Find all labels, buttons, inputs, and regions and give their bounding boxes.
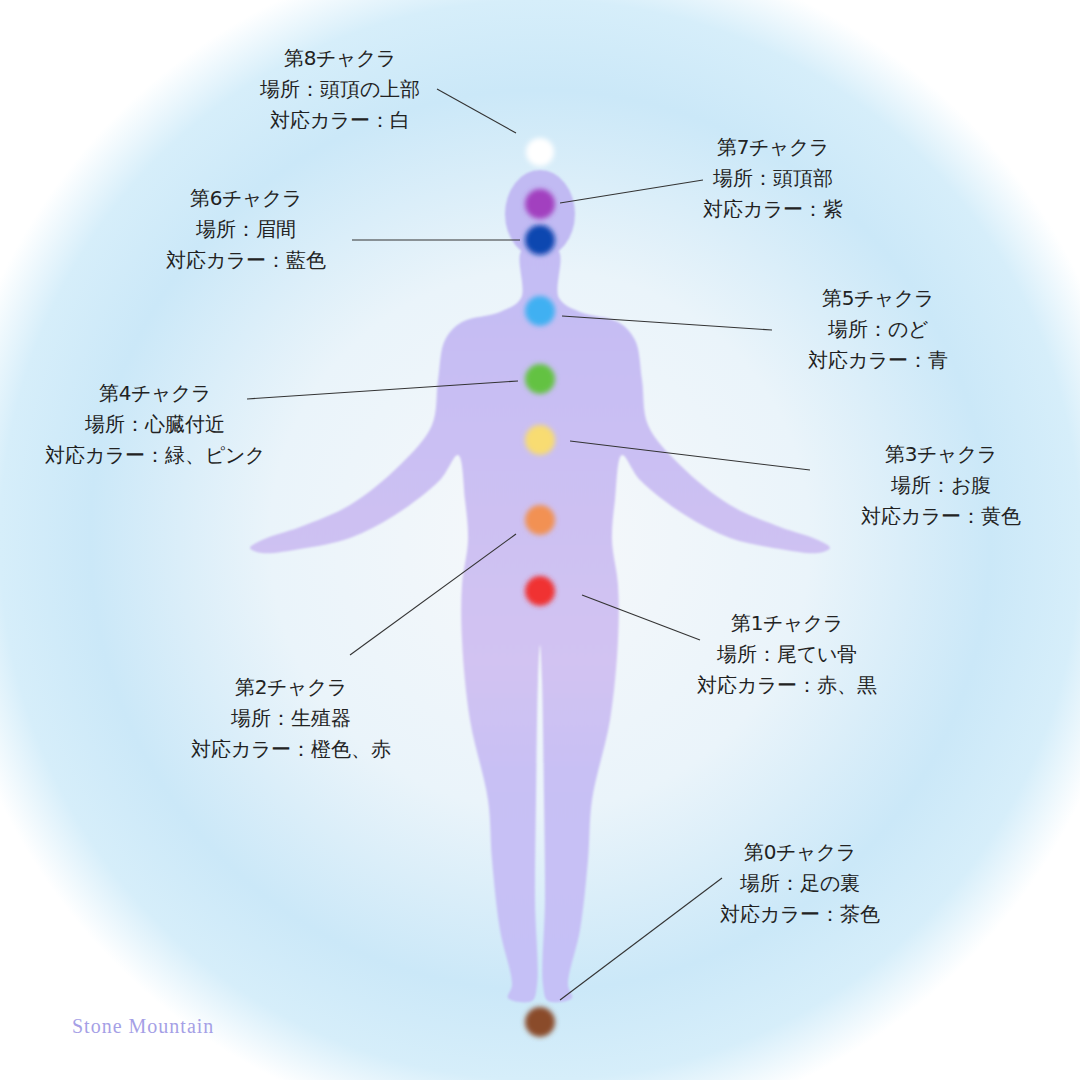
chakra-dot (525, 296, 555, 326)
chakra-label: 第4チャクラ (99, 381, 212, 405)
chakra-label: 第7チャクラ (717, 135, 830, 159)
leader-line (560, 878, 722, 1000)
chakra-label: 対応カラー：緑、ピンク (45, 443, 265, 467)
chakra-dot (525, 425, 555, 455)
chakra-dot (525, 505, 555, 535)
chakra-dot (525, 189, 555, 219)
chakra-label: 場所：頭頂の上部 (260, 77, 420, 101)
chakra-dot (525, 576, 555, 606)
chakra-label: 対応カラー：橙色、赤 (191, 737, 391, 761)
chakra-label: 場所：心臓付近 (85, 412, 225, 436)
chakra-label: 対応カラー：青 (808, 348, 948, 372)
chakra-dot (525, 364, 555, 394)
chakra-label: 対応カラー：茶色 (720, 902, 880, 926)
leader-line (247, 381, 518, 399)
chakra-label: 対応カラー：白 (270, 108, 410, 132)
chakra-dot (526, 138, 554, 166)
chakra-label: 第3チャクラ (885, 442, 998, 466)
chakra-label: 場所：のど (828, 317, 928, 341)
chakra-label: 場所：お腹 (891, 473, 991, 497)
chakra-label: 場所：生殖器 (231, 706, 351, 730)
chakra-label: 第0チャクラ (744, 840, 857, 864)
chakra-label: 場所：尾てい骨 (717, 642, 857, 666)
chakra-label: 対応カラー：藍色 (166, 248, 326, 272)
head (505, 170, 575, 258)
leader-line (352, 239, 520, 240)
chakra-label: 第6チャクラ (190, 186, 303, 210)
leader-lines (247, 89, 810, 1000)
chakra-label: 第1チャクラ (731, 611, 844, 635)
watermark: Stone Mountain (72, 1014, 214, 1038)
chakra-dot (525, 1007, 555, 1037)
leader-line (350, 534, 516, 655)
chakra-label: 対応カラー：黄色 (861, 504, 1021, 528)
leader-line (582, 595, 700, 640)
chakra-label: 場所：頭頂部 (713, 166, 833, 190)
chakra-label: 場所：足の裏 (740, 871, 860, 895)
chakra-label: 対応カラー：紫 (703, 197, 843, 221)
leader-line (562, 316, 772, 330)
leader-line (560, 180, 703, 203)
chakra-label: 第8チャクラ (284, 46, 397, 70)
chakra-dots (525, 138, 555, 1037)
chakra-label: 第2チャクラ (235, 675, 348, 699)
leader-line (437, 89, 516, 133)
chakra-label: 対応カラー：赤、黒 (697, 673, 877, 697)
leader-line (570, 441, 810, 470)
chakra-label: 場所：眉間 (196, 217, 296, 241)
chakra-dot (525, 225, 555, 255)
chakra-label: 第5チャクラ (822, 286, 935, 310)
